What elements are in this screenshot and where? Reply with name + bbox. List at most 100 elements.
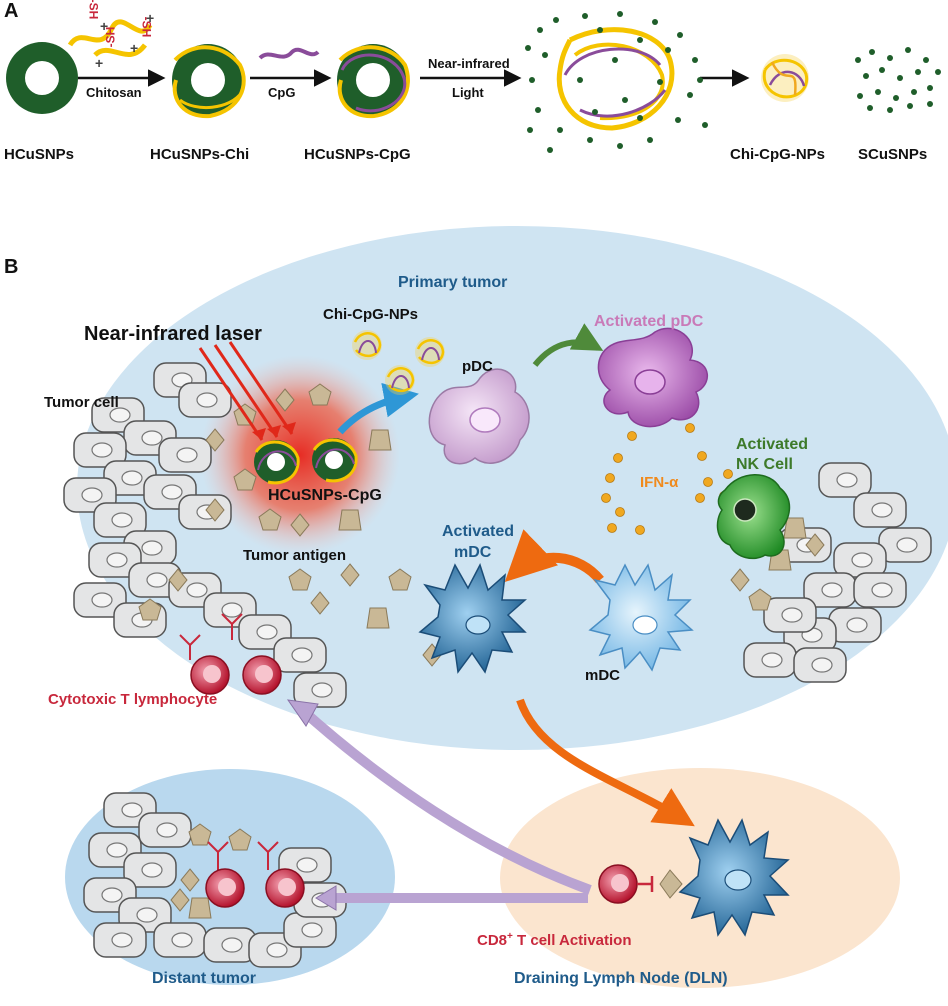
release-arrow bbox=[337, 382, 419, 435]
label-primary-tumor: Primary tumor bbox=[398, 274, 508, 291]
migration-arrow-dln bbox=[516, 698, 695, 827]
tumor-nanoparticles bbox=[254, 438, 358, 485]
label-cpg: CpG bbox=[268, 85, 296, 100]
copper-dot bbox=[692, 57, 698, 63]
ifn-dot bbox=[695, 493, 705, 503]
name-chi-cpg-nps: Chi-CpG-NPs bbox=[730, 146, 825, 163]
name-scusnps: SCuSNPs bbox=[858, 146, 928, 163]
tumor-antigen bbox=[783, 517, 807, 539]
scusnps-dots bbox=[855, 47, 941, 113]
copper-dot bbox=[617, 11, 623, 17]
cd8-prefix: CD8 bbox=[477, 932, 508, 949]
copper-dot bbox=[855, 57, 861, 63]
tumor-cell bbox=[178, 494, 232, 530]
copper-dot bbox=[529, 77, 535, 83]
label-tumor-cell: Tumor cell bbox=[44, 394, 119, 411]
ctl-cells-primary bbox=[179, 613, 282, 695]
tumor-antigen bbox=[290, 513, 310, 537]
tumor-cell bbox=[878, 527, 932, 563]
copper-dot bbox=[907, 103, 913, 109]
ifn-dot bbox=[685, 423, 695, 433]
tumor-antigens bbox=[138, 383, 825, 919]
dln-tcell bbox=[598, 864, 654, 904]
tumor-antigen bbox=[388, 568, 412, 591]
nk-nucleus bbox=[733, 498, 757, 522]
ctl-return-arrow bbox=[296, 704, 592, 895]
tumor-antigen bbox=[228, 828, 252, 851]
copper-dot bbox=[697, 77, 703, 83]
label-activated-mdc-1: Activated bbox=[442, 523, 515, 540]
tumor-cell bbox=[88, 542, 142, 578]
copper-dot bbox=[905, 47, 911, 53]
tumor-cell bbox=[833, 542, 887, 578]
copper-dot bbox=[857, 93, 863, 99]
copper-dot bbox=[587, 137, 593, 143]
tumor-antigen bbox=[180, 868, 200, 892]
laser-beams bbox=[198, 341, 294, 441]
copper-dot bbox=[617, 143, 623, 149]
ifn-dot bbox=[635, 525, 645, 535]
ctl-distant-arrowhead bbox=[315, 885, 337, 911]
tumor-cell bbox=[123, 852, 177, 888]
tumor-antigen bbox=[205, 498, 225, 522]
cpg-strand bbox=[258, 47, 320, 60]
ifn-dot bbox=[607, 523, 617, 533]
ifn-dot bbox=[703, 477, 713, 487]
copper-dot bbox=[612, 57, 618, 63]
label-dln: Draining Lymph Node (DLN) bbox=[514, 970, 728, 987]
copper-dot bbox=[542, 52, 548, 58]
copper-dot bbox=[677, 32, 683, 38]
copper-dot bbox=[893, 95, 899, 101]
label-distant-tumor: Distant tumor bbox=[152, 970, 256, 987]
copper-dot bbox=[637, 37, 643, 43]
tumor-cell bbox=[828, 607, 882, 643]
tumor-antigen bbox=[730, 568, 750, 592]
tumor-cell bbox=[853, 492, 907, 528]
label-mdc: mDC bbox=[585, 667, 621, 684]
hcusnp-cpg-particle bbox=[337, 44, 410, 119]
copper-dot bbox=[553, 17, 559, 23]
tumor-cell bbox=[273, 637, 327, 673]
label-activated-nk-1: Activated bbox=[736, 436, 809, 453]
tumor-cell bbox=[73, 582, 127, 618]
tumor-antigen bbox=[366, 607, 390, 629]
copper-dot bbox=[637, 115, 643, 121]
label-chitosan: Chitosan bbox=[86, 85, 142, 100]
name-hcusnps-cpg: HCuSNPs-CpG bbox=[304, 146, 411, 163]
panel-a-graphics bbox=[6, 11, 941, 153]
sh-mark-1: -SH bbox=[86, 0, 101, 20]
tumor-cell bbox=[178, 382, 232, 418]
tumor-cell bbox=[293, 672, 347, 708]
tumor-antigen bbox=[233, 468, 257, 491]
label-activated-nk-2: NK Cell bbox=[736, 456, 793, 473]
label-tumor-antigen: Tumor antigen bbox=[243, 547, 347, 564]
label-ctl: Cytotoxic T lymphocyte bbox=[48, 691, 218, 708]
tumor-cell bbox=[73, 432, 127, 468]
name-hcusnps: HCuSNPs bbox=[4, 146, 75, 163]
copper-dot bbox=[675, 117, 681, 123]
copper-dot bbox=[687, 92, 693, 98]
tumor-cell bbox=[803, 572, 857, 608]
charge-3: + bbox=[130, 40, 139, 56]
label-nir-1: Near-infrared bbox=[428, 56, 510, 71]
tumor-antigen bbox=[138, 598, 162, 621]
laser-arrowheads bbox=[252, 422, 296, 440]
disassembling-particle bbox=[525, 11, 708, 153]
copper-dot bbox=[657, 79, 663, 85]
chitosan-chain bbox=[67, 19, 153, 57]
copper-dot bbox=[869, 49, 875, 55]
ctl-cells-distant bbox=[205, 841, 305, 908]
copper-dot bbox=[887, 107, 893, 113]
copper-dot bbox=[879, 67, 885, 73]
copper-dot bbox=[875, 89, 881, 95]
label-activated-pdc: Activated pDC bbox=[594, 313, 704, 330]
label-activated-mdc-2: mDC bbox=[454, 544, 492, 561]
panel-a-letter: A bbox=[4, 0, 19, 22]
hcusnp-particle bbox=[6, 42, 78, 114]
ifn-dot bbox=[615, 507, 625, 517]
copper-dot bbox=[863, 73, 869, 79]
label-hcusnps-cpg: HCuSNPs-CpG bbox=[268, 487, 382, 504]
charge-1: + bbox=[100, 18, 109, 34]
ctl-return-arrowhead bbox=[286, 699, 319, 727]
activation-arrow-pdc bbox=[532, 323, 604, 367]
